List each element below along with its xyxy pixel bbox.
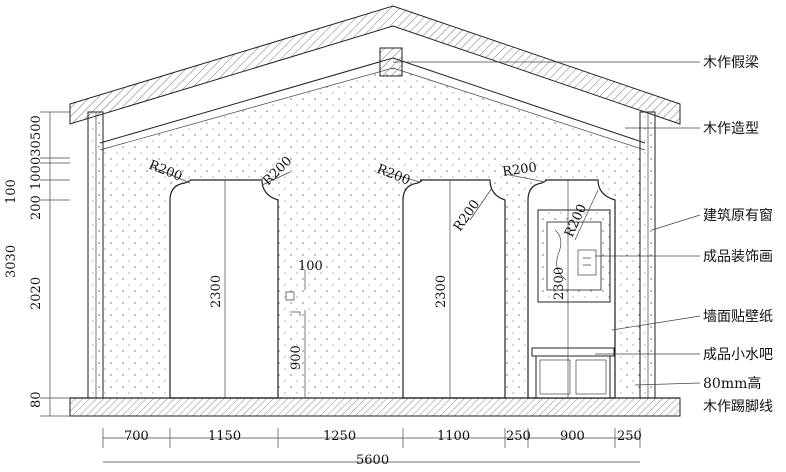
label-skirting: 木作踢脚线 bbox=[703, 399, 773, 415]
bottom-dim-segment: 1250 bbox=[323, 429, 356, 444]
bottom-dim-segment: 250 bbox=[506, 429, 531, 444]
switch-plate bbox=[285, 291, 301, 316]
left-dim-3030: 3030 bbox=[4, 245, 19, 278]
label-water-bar: 成品小水吧 bbox=[703, 347, 773, 363]
roof bbox=[69, 5, 681, 151]
left-dim-2020: 2020 bbox=[29, 277, 44, 310]
left-dim-030: 030 bbox=[29, 140, 44, 165]
label-original-window: 建筑原有窗 bbox=[703, 207, 773, 224]
left-dim-100: 100 bbox=[4, 179, 19, 204]
bottom-dim-segment: 900 bbox=[560, 429, 585, 444]
label-decor-painting: 成品装饰画 bbox=[703, 249, 773, 265]
height-opening-1: 2300 bbox=[209, 275, 224, 308]
floor bbox=[69, 397, 681, 417]
water-bar bbox=[531, 347, 615, 399]
radius-label: R200 bbox=[501, 160, 537, 180]
label-skirting-height: 80mm高 bbox=[703, 375, 761, 392]
bottom-dim-lines bbox=[102, 428, 641, 463]
switch-height: 100 bbox=[298, 259, 323, 274]
left-dim-500: 500 bbox=[29, 115, 44, 140]
height-opening-2: 2300 bbox=[434, 275, 449, 308]
left-dim-80: 80 bbox=[29, 391, 44, 408]
bottom-dim-segment: 1150 bbox=[208, 429, 241, 444]
bottom-dim-segment: 700 bbox=[124, 429, 149, 444]
bottom-dim-segment: 250 bbox=[617, 429, 642, 444]
bottom-dim-total: 5600 bbox=[356, 453, 389, 468]
callout-leaders bbox=[393, 61, 701, 386]
bar-height: 900 bbox=[289, 345, 304, 370]
bottom-dim-segment: 1100 bbox=[437, 429, 470, 444]
left-dim-200: 200 bbox=[29, 195, 44, 220]
left-dim-100b: 100 bbox=[29, 165, 44, 190]
radius-leaders bbox=[149, 165, 599, 241]
label-wood-shape: 木作造型 bbox=[703, 121, 759, 137]
height-dim-lines bbox=[224, 180, 569, 398]
left-dim-lines bbox=[40, 111, 70, 417]
side-columns bbox=[87, 111, 656, 399]
height-opening-3: 2300 bbox=[552, 267, 567, 300]
label-false-beam: 木作假梁 bbox=[703, 55, 759, 71]
label-wallpaper: 墙面贴壁纸 bbox=[703, 309, 773, 325]
